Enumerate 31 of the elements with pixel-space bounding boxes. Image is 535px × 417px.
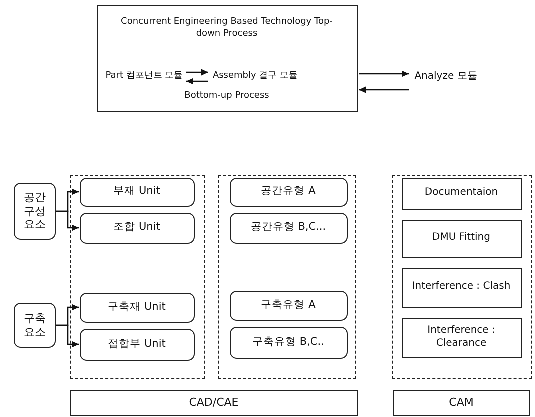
function-box: DMU Fitting (402, 220, 522, 258)
function-box: Interference : Clash (402, 268, 522, 308)
arrow (359, 86, 409, 94)
type-box: 구축유형 A (230, 290, 348, 320)
category-box: 구축 요소 (14, 303, 56, 348)
module-label: Analyze 모듈 (410, 68, 482, 86)
heading-text: Concurrent Engineering Based Technology Top-down Process (120, 16, 334, 40)
arrow (56, 210, 79, 232)
unit-box: 부재 Unit (80, 178, 194, 206)
module-label: Part 컴포넌트 모듈 (104, 68, 186, 86)
arrow (56, 324, 79, 348)
arrow (186, 69, 208, 76)
group-frame (70, 175, 205, 379)
unit-box: 접합부 Unit (80, 328, 194, 360)
process-label: Bottom-up Process (184, 90, 270, 102)
type-box: 구축유형 B,C.. (230, 326, 348, 358)
category-box: 공간 구성 요소 (14, 183, 56, 240)
process-box (97, 5, 358, 112)
function-box: Interference : Clearance (402, 318, 522, 358)
type-box: 공간유형 B,C... (230, 212, 348, 244)
function-box: Documentaion (402, 178, 522, 210)
arrow (186, 78, 208, 85)
group-frame (392, 175, 532, 379)
group-frame (218, 175, 356, 379)
module-label: Assembly 결구 모듈 (210, 68, 302, 86)
platform-bar: CAM (393, 390, 530, 416)
type-box: 공간유형 A (230, 178, 348, 206)
platform-bar: CAD/CAE (70, 390, 358, 416)
arrow (359, 70, 409, 78)
unit-box: 구축재 Unit (80, 292, 194, 322)
unit-box: 조합 Unit (80, 212, 194, 244)
